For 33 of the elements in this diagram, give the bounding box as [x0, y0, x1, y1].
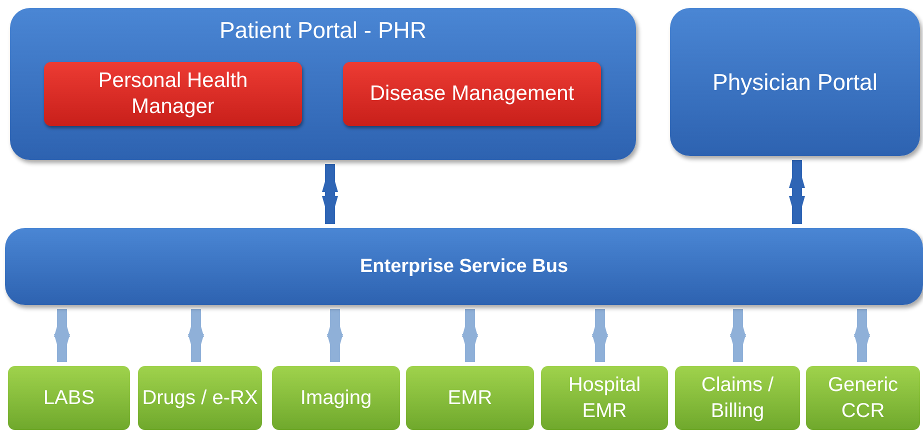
- portal-panel: [10, 8, 636, 160]
- module-box: [272, 366, 400, 430]
- module-box: [541, 366, 668, 430]
- double-arrow: [592, 309, 608, 362]
- module-box: [138, 366, 262, 430]
- module-box: [406, 366, 534, 430]
- node-label: Drugs / e-RX: [142, 386, 258, 411]
- node-label: Physician Portal: [712, 68, 878, 96]
- node-label: LABS: [43, 386, 95, 411]
- module-box: [806, 366, 920, 430]
- module-box: [44, 62, 302, 126]
- node-label: EMR: [448, 386, 492, 411]
- node-label: Hospital EMR: [567, 373, 642, 424]
- double-arrow: [188, 309, 204, 362]
- node-label: Enterprise Service Bus: [360, 256, 568, 278]
- bus-bar: [5, 228, 923, 305]
- double-arrow: [730, 309, 746, 362]
- double-arrow: [789, 160, 805, 224]
- node-label: Personal Health Manager: [97, 68, 249, 120]
- portal-panel: [670, 8, 920, 156]
- node-label: Generic CCR: [826, 373, 900, 424]
- double-arrow: [462, 309, 478, 362]
- module-box: [8, 366, 130, 430]
- node-label: Imaging: [300, 386, 372, 411]
- node-label: Disease Management: [370, 81, 574, 107]
- module-box: [343, 62, 601, 126]
- double-arrow: [327, 309, 343, 362]
- module-box: [675, 366, 800, 430]
- node-label: Patient Portal - PHR: [218, 17, 428, 44]
- double-arrow: [322, 164, 338, 224]
- double-arrow: [54, 309, 70, 362]
- node-label: Claims / Billing: [700, 373, 775, 424]
- double-arrow: [854, 309, 870, 362]
